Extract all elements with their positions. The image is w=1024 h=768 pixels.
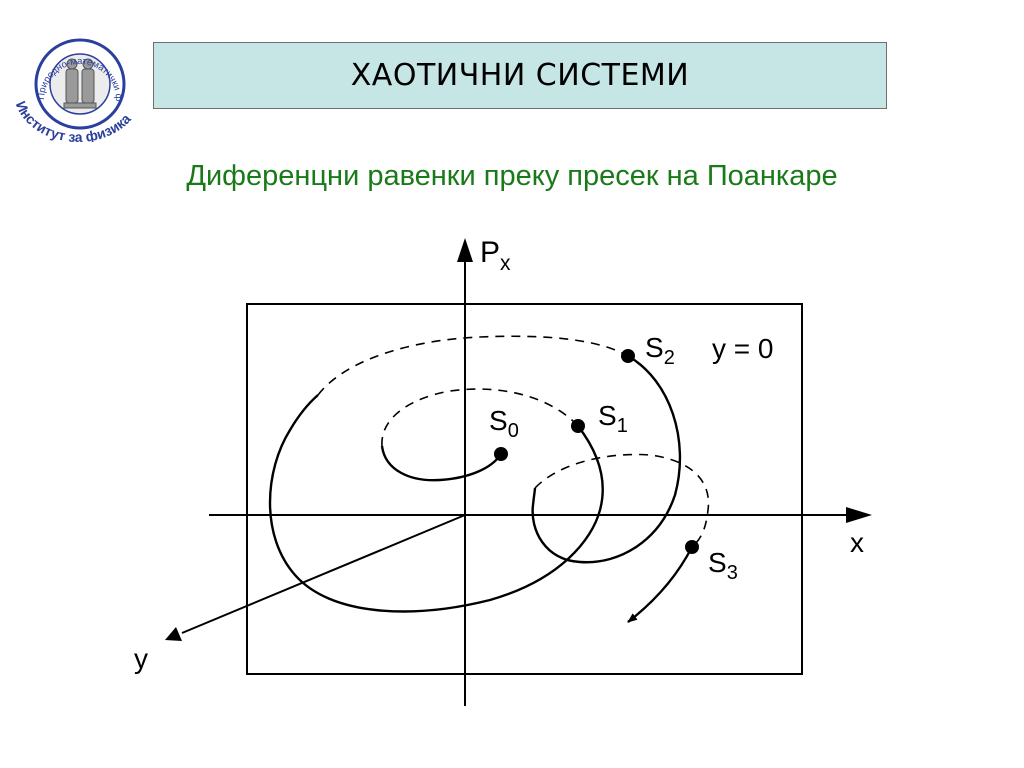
page-title: ХАОТИЧНИ СИСТЕМИ: [350, 58, 690, 93]
trajectory-solid-1: [380, 445, 503, 482]
label-s1: S1: [598, 400, 628, 437]
y-axis-arrowhead: [165, 627, 182, 641]
label-s2: S2: [645, 332, 675, 369]
label-s3: S3: [708, 547, 738, 584]
title-box: ХАОТИЧНИ СИСТЕМИ: [153, 42, 887, 109]
point-s0: [494, 447, 508, 461]
trajectory-solid-4: [627, 546, 694, 623]
trajectory-solid-3: [531, 354, 682, 564]
page-subtitle: Диференцни равенки преку пресек на Поанк…: [186, 160, 838, 192]
trajectory-dashed-2: [317, 335, 629, 396]
trajectory-dashed-3: [534, 453, 710, 548]
point-s1: [571, 419, 585, 433]
statue-icon: [63, 58, 97, 109]
y-axis-label: y: [134, 643, 148, 674]
trajectory-solid-2: [268, 394, 604, 613]
x-axis-arrowhead: [846, 507, 872, 523]
point-s2: [621, 349, 635, 363]
plane-label: y = 0: [712, 333, 773, 364]
x-axis-label: x: [850, 527, 864, 558]
section-plane: [246, 303, 803, 675]
point-s3: [685, 540, 699, 554]
institute-logo: Природно-математички факултет Институт з…: [5, 14, 146, 145]
px-axis-label: Px: [480, 236, 511, 275]
y-axis: [181, 514, 466, 634]
trajectory-dashed-1: [381, 388, 579, 447]
label-s0: S0: [489, 405, 519, 442]
px-axis-arrowhead: [457, 238, 473, 262]
